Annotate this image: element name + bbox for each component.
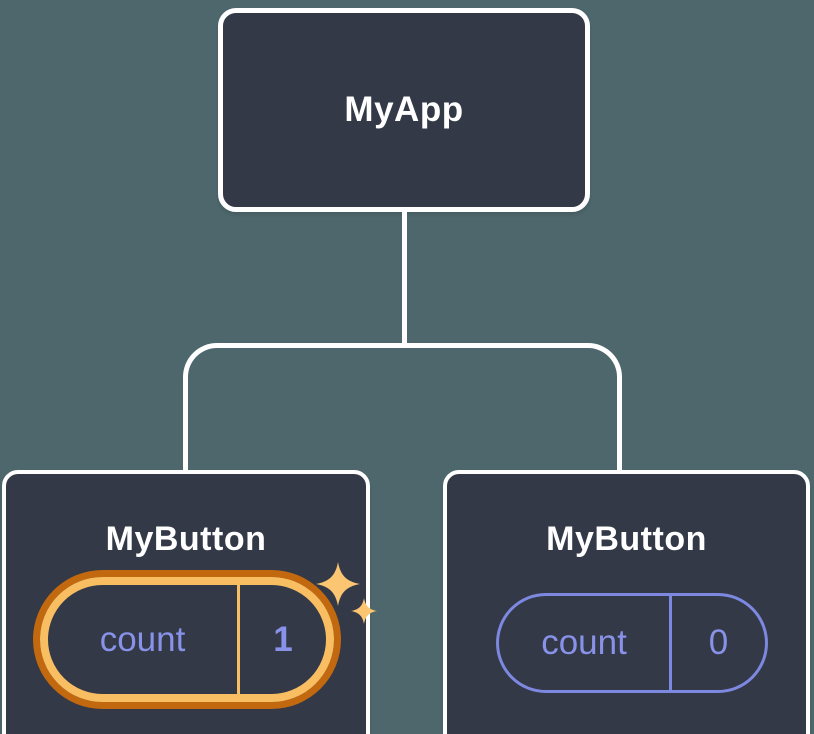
- state-value: 0: [708, 623, 729, 662]
- root-node-label: MyApp: [344, 90, 464, 129]
- state-name: count: [541, 623, 627, 662]
- state-name: count: [99, 619, 186, 659]
- connector-bracket: [183, 343, 622, 475]
- state-pill-highlighted: count 1: [40, 577, 334, 702]
- state-value: 1: [273, 619, 293, 659]
- connector-stem: [402, 210, 407, 346]
- state-pill: count 0: [496, 593, 768, 693]
- root-node: MyApp: [218, 8, 590, 212]
- child-node-left-label: MyButton: [105, 520, 267, 558]
- pill-divider: [669, 596, 672, 690]
- pill-divider: [237, 585, 240, 694]
- child-node-left: MyButton count 1: [2, 470, 377, 734]
- child-node-right: MyButton count 0: [443, 470, 810, 734]
- child-node-right-label: MyButton: [546, 520, 707, 558]
